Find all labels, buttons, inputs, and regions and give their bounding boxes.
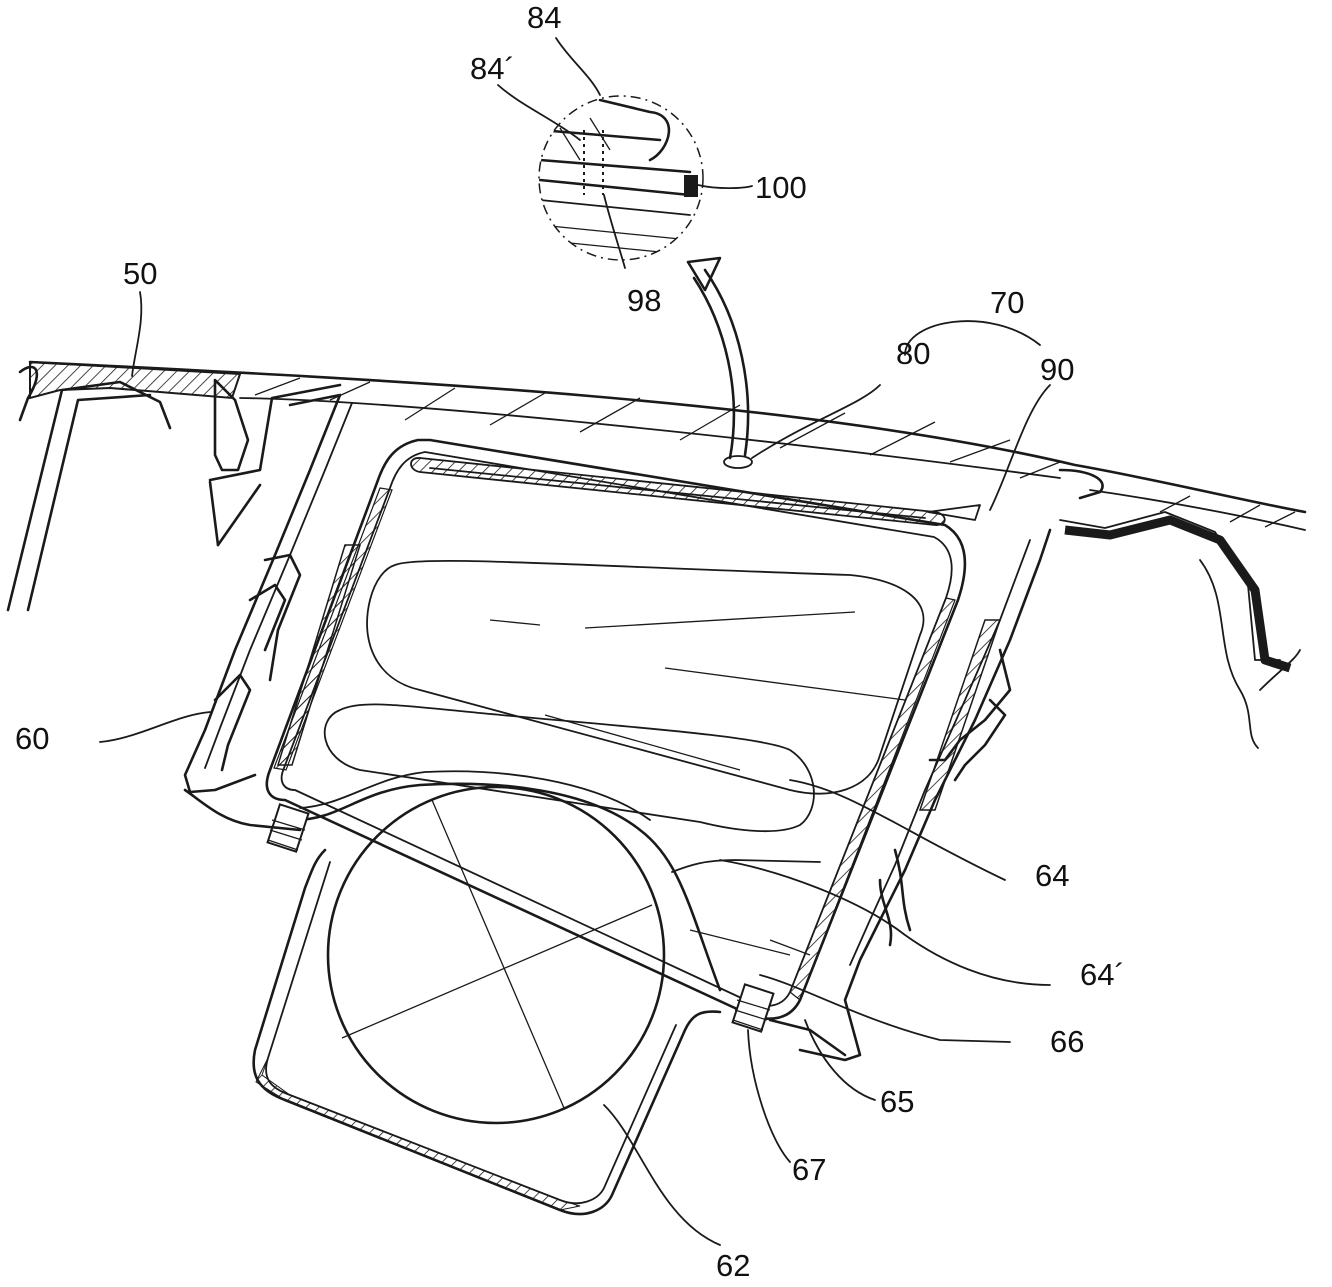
airbag-case-70 [267, 440, 965, 1019]
detail-magnifier [539, 96, 752, 468]
label-84-prime: 84´ [470, 51, 515, 86]
label-100: 100 [755, 170, 807, 205]
crash-pad-50 [8, 362, 1305, 748]
inflator-housing-62 [185, 771, 845, 1214]
label-64-prime: 64´ [1080, 957, 1125, 992]
label-67: 67 [792, 1152, 826, 1187]
label-64: 64 [1035, 858, 1069, 893]
label-66: 66 [1050, 1024, 1084, 1059]
housing-60 [185, 395, 1050, 1060]
label-50: 50 [123, 256, 157, 291]
label-90: 90 [1040, 352, 1074, 387]
label-60: 60 [15, 721, 49, 756]
label-65: 65 [880, 1084, 914, 1119]
leader-lines [100, 38, 1050, 1245]
label-62: 62 [716, 1248, 750, 1283]
reference-labels: 84 84´ 100 98 50 70 80 90 60 64 64´ 66 6… [15, 0, 1125, 1283]
label-80: 80 [896, 336, 930, 371]
label-70: 70 [990, 285, 1024, 320]
label-98: 98 [627, 283, 661, 318]
label-84: 84 [527, 0, 561, 35]
bolt-right [733, 984, 774, 1031]
